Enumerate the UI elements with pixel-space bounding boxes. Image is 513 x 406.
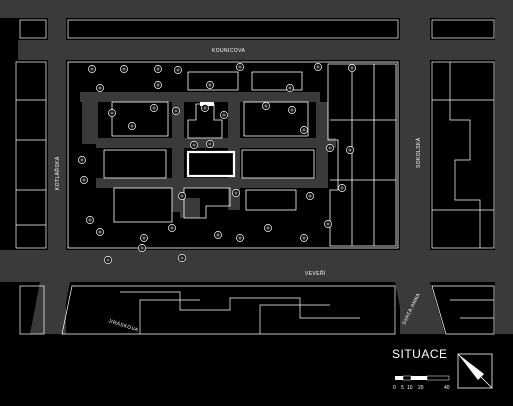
tree-icon [96, 84, 104, 92]
tree-icon [128, 122, 136, 130]
tree-icon [300, 126, 308, 134]
tree-icon [262, 102, 270, 110]
scale-label-20: 20 [418, 385, 424, 391]
tree-icon [172, 107, 180, 115]
scale-label-0: 0 [393, 385, 396, 391]
tree-icon [214, 231, 222, 239]
tree-icon [88, 65, 96, 73]
tree-icon [108, 109, 116, 117]
tree-icon [286, 84, 294, 92]
tree-icon [306, 192, 314, 200]
tree-icon [338, 184, 346, 192]
tree-icon [190, 141, 198, 149]
tree-icon [140, 234, 148, 242]
site-block [67, 61, 399, 264]
tree-icon [236, 234, 244, 242]
tree-icon [206, 140, 214, 148]
tree-icon [174, 66, 182, 74]
trees-layer [78, 63, 356, 264]
tree-icon [154, 81, 162, 89]
tree-icon [348, 64, 356, 72]
city-blocks [15, 19, 495, 335]
tree-icon [314, 63, 322, 71]
tree-icon [324, 220, 332, 228]
tree-icon [264, 224, 272, 232]
street-label-top: KOUNICOVA [212, 48, 245, 54]
scale-label-40: 40 [444, 385, 450, 391]
tree-icon [178, 192, 186, 200]
tree-icon [86, 216, 94, 224]
street-label-right: SOKOLSKÁ [415, 137, 422, 168]
tree-icon [232, 189, 240, 197]
street-label-bottom-left: JIRÁSKOVA [107, 317, 139, 333]
north-arrow-icon [457, 353, 493, 389]
tree-icon [104, 256, 112, 264]
tree-icon [178, 254, 186, 262]
street-label-left: KOTLÁŘSKÁ [53, 156, 61, 190]
tree-icon [300, 234, 308, 242]
scale-bar: 0 5 10 20 40 [393, 375, 450, 391]
street-label-bottom: VEVEŘÍ [305, 269, 326, 277]
scale-label-10: 10 [407, 385, 413, 391]
tree-icon [168, 224, 176, 232]
tree-icon [220, 111, 228, 119]
tree-icon [138, 244, 146, 252]
tree-icon [78, 156, 86, 164]
scale-label-5: 5 [401, 385, 404, 391]
tree-icon [346, 146, 354, 154]
tree-icon [288, 106, 296, 114]
proposed-building [186, 150, 236, 178]
page-title: SITUACE [392, 347, 448, 361]
tree-icon [236, 63, 244, 71]
tree-icon [326, 144, 334, 152]
tree-icon [120, 65, 128, 73]
tree-icon [150, 104, 158, 112]
tree-icon [206, 81, 214, 89]
street-network [0, 0, 513, 334]
tree-icon [154, 65, 162, 73]
tree-icon [96, 228, 104, 236]
tree-icon [201, 104, 209, 112]
tree-icon [80, 176, 88, 184]
